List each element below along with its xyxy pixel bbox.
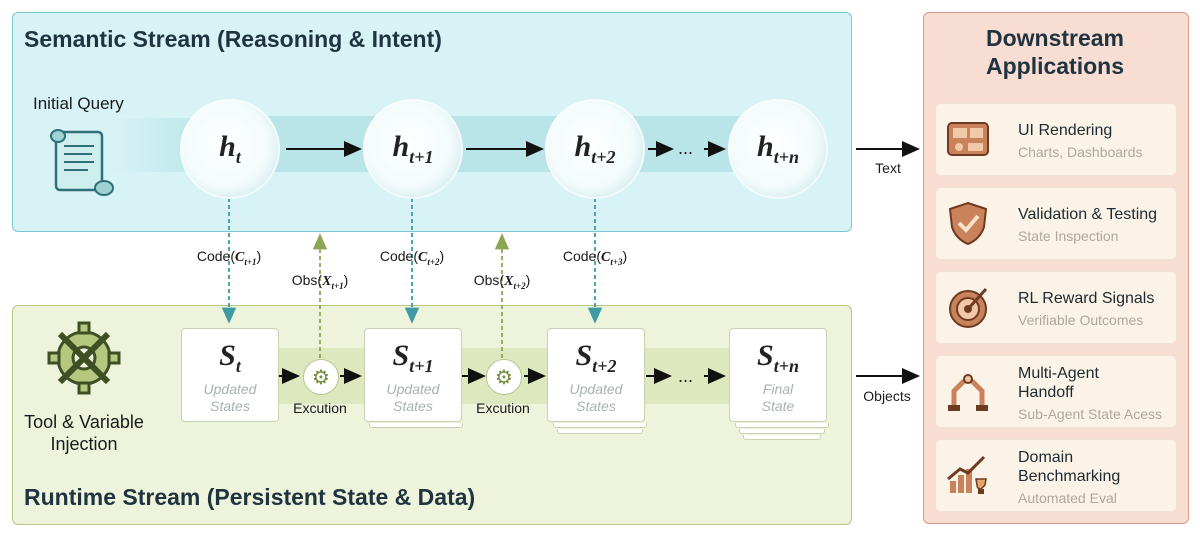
wrench-gear-icon bbox=[47, 321, 121, 395]
tool-injection-label: Tool & Variable Injection bbox=[24, 411, 144, 455]
app-title-5: Domain Benchmarking bbox=[1018, 449, 1121, 485]
s-node-3-line1: Updated bbox=[569, 381, 623, 397]
app-title-3: RL Reward Signals bbox=[1018, 290, 1155, 307]
trophy-chart-icon bbox=[947, 455, 987, 494]
s-node-2-line1: Updated bbox=[386, 381, 440, 397]
s-node-2: St+1 Updated States bbox=[364, 328, 462, 422]
s-node-3-line2: States bbox=[576, 398, 616, 414]
s-node-3: St+2 Updated States bbox=[547, 328, 645, 422]
text-output-label: Text bbox=[875, 160, 901, 176]
s-node-4-line1: Final bbox=[762, 381, 794, 397]
app-card-benchmarking: Domain Benchmarking Automated Eval bbox=[935, 439, 1177, 512]
tool-injection-line2: Injection bbox=[50, 434, 118, 454]
downstream-title: Downstream Applications bbox=[985, 25, 1125, 79]
app-card-validation: Validation & Testing State Inspection bbox=[935, 187, 1177, 260]
runtime-stream-title: Runtime Stream (Persistent State & Data) bbox=[24, 484, 476, 510]
target-icon bbox=[949, 287, 988, 328]
tool-injection-line1: Tool & Variable bbox=[24, 412, 144, 432]
state-stack-3a bbox=[553, 423, 647, 428]
app-subtitle-2: State Inspection bbox=[1018, 228, 1119, 244]
app-subtitle-4: Sub-Agent State Acess bbox=[1018, 406, 1162, 422]
app-card-rl-reward: RL Reward Signals Verifiable Outcomes bbox=[935, 271, 1177, 344]
shield-check-icon bbox=[948, 201, 988, 246]
dashboard-icon bbox=[947, 122, 989, 156]
semantic-stream-title: Semantic Stream (Reasoning & Intent) bbox=[24, 26, 442, 52]
app-card-multi-agent: Multi-Agent Handoff Sub-Agent State Aces… bbox=[935, 355, 1177, 428]
code-label-2: Code(Ct+2) bbox=[379, 248, 445, 267]
s-node-1: St Updated States bbox=[181, 328, 279, 422]
code-label-3: Code(Ct+3) bbox=[562, 248, 628, 267]
initial-query-label: Initial Query bbox=[33, 94, 124, 113]
obs-label-1: Obs(Xt+1) bbox=[291, 272, 349, 291]
gear-icon: ⚙ bbox=[486, 359, 522, 395]
s-node-4-line2: State bbox=[761, 398, 795, 414]
app-subtitle-5: Automated Eval bbox=[1018, 490, 1117, 506]
semantic-flow-band bbox=[190, 116, 810, 172]
state-stack-4b bbox=[739, 429, 825, 434]
app-title-2: Validation & Testing bbox=[1018, 206, 1158, 223]
gear-icon: ⚙ bbox=[303, 359, 339, 395]
s-node-1-line1: Updated bbox=[203, 381, 257, 397]
code-label-1: Code(Ct+1) bbox=[196, 248, 262, 267]
obs-label-2: Obs(Xt+2) bbox=[473, 272, 531, 291]
h-node-3: ht+2 bbox=[545, 99, 645, 199]
s-node-4: St+n Final State bbox=[729, 328, 827, 422]
app-card-ui-rendering: UI Rendering Charts, Dashboards bbox=[935, 103, 1177, 176]
state-stack-4c bbox=[743, 435, 821, 440]
state-stack-3b bbox=[557, 429, 643, 434]
app-subtitle-1: Charts, Dashboards bbox=[1018, 144, 1143, 160]
app-title-4: Multi-Agent Handoff bbox=[1018, 365, 1099, 401]
h-node-4: ht+n bbox=[728, 99, 828, 199]
state-stack-4a bbox=[735, 423, 829, 428]
execution-label-2: Excution bbox=[476, 400, 530, 416]
state-stack-2a bbox=[369, 423, 463, 428]
s-node-1-line2: States bbox=[210, 398, 250, 414]
app-subtitle-3: Verifiable Outcomes bbox=[1018, 312, 1144, 328]
scroll-icon bbox=[50, 129, 114, 196]
app-title-1: UI Rendering bbox=[1018, 122, 1113, 139]
h-node-2: ht+1 bbox=[363, 99, 463, 199]
h-ellipsis: ... bbox=[678, 138, 694, 158]
objects-output-label: Objects bbox=[863, 388, 911, 404]
h-node-1: ht bbox=[180, 99, 280, 199]
s-node-2-line2: States bbox=[393, 398, 433, 414]
execution-label-1: Excution bbox=[293, 400, 347, 416]
downstream-panel bbox=[923, 12, 1189, 524]
robot-arms-icon bbox=[948, 374, 988, 411]
s-ellipsis: ... bbox=[678, 366, 694, 386]
